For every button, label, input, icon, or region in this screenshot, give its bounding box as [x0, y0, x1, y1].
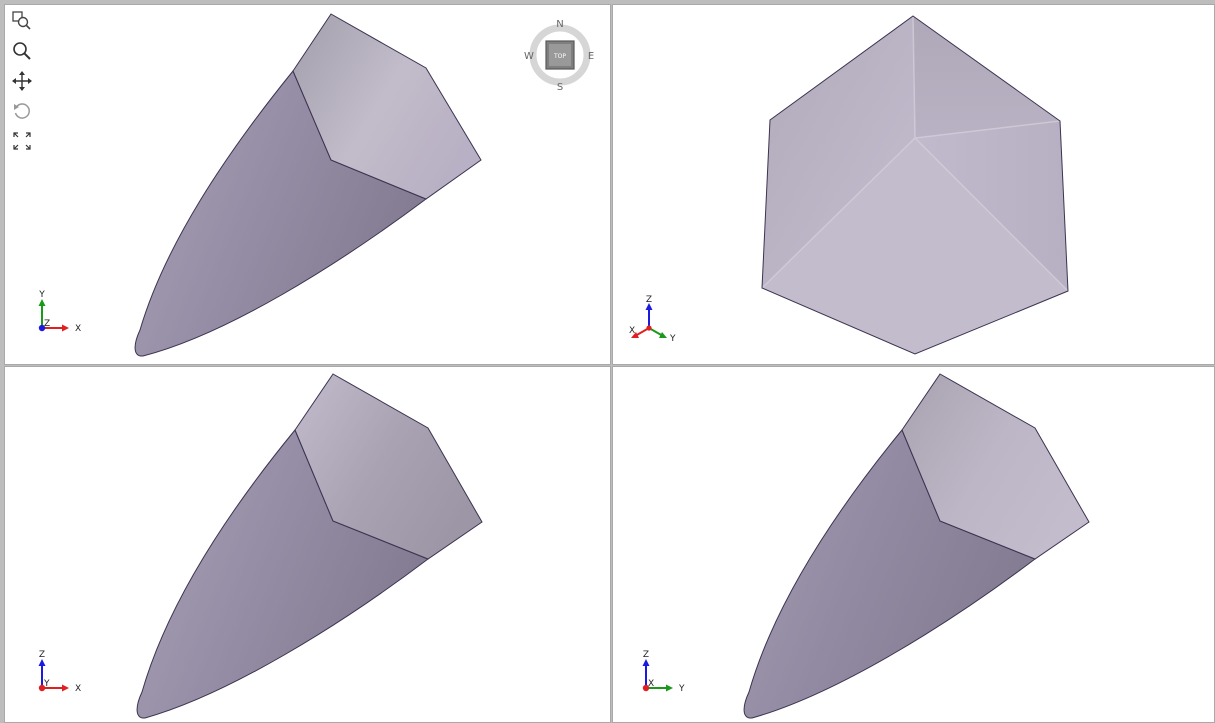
zoom-window-icon[interactable] [11, 10, 33, 32]
view-cube[interactable]: TOP N S E W [524, 19, 596, 91]
axis-label-depth: Y [43, 679, 50, 689]
axis-triad: Z X Y [38, 650, 81, 694]
viewport-front[interactable]: Z X Y [4, 366, 611, 723]
axis-label-depth: X [648, 679, 654, 689]
iso-outline [761, 15, 1069, 355]
viewport-isometric[interactable]: Z X Y [612, 4, 1215, 365]
body-side-face [134, 70, 428, 357]
iso-face-bottom [762, 138, 1068, 354]
axis-triad: Y X Z [38, 290, 81, 334]
zoom-icon[interactable] [11, 40, 33, 62]
axis-label-depth: Z [44, 319, 50, 329]
compass-south: S [557, 82, 563, 91]
compass-west: W [524, 51, 534, 62]
viewport-side[interactable]: Z Y X [612, 366, 1215, 723]
iso-face-right [915, 121, 1068, 291]
axis-label-horizontal: X [75, 324, 81, 334]
axis-label-vertical: Z [39, 650, 45, 660]
axis-label-horizontal: Y [678, 684, 685, 694]
viewport-top[interactable]: TOP N S E W Y X Z [4, 4, 611, 365]
axis-label-vertical: Z [643, 650, 649, 660]
rotate-icon[interactable] [11, 100, 33, 122]
compass-east: E [588, 51, 594, 62]
body-top-face [292, 13, 482, 200]
view-cube-face-label: TOP [553, 53, 566, 60]
view-toolbar [11, 10, 35, 160]
model-view-side [743, 373, 1090, 719]
model-view-top [134, 13, 482, 357]
body-top-face [294, 373, 483, 560]
axis-label-vertical: Y [38, 290, 45, 300]
body-top-face [901, 373, 1090, 560]
fit-view-icon[interactable] [11, 130, 33, 152]
axis-label-horizontal: X [75, 684, 81, 694]
iso-face-left [762, 16, 915, 288]
axis-label-left: X [629, 326, 635, 336]
model-view-front [136, 373, 483, 719]
compass-north: N [556, 19, 563, 30]
model-view-isometric [761, 15, 1069, 355]
pan-icon[interactable] [11, 70, 33, 92]
axis-label-up: Z [646, 295, 652, 305]
body-side-face [743, 429, 1037, 719]
axis-triad: Z Y X [642, 650, 685, 694]
iso-face-top [913, 16, 1060, 138]
body-side-face [136, 429, 430, 719]
axis-triad: Z X Y [629, 295, 676, 344]
axis-label-right: Y [669, 334, 676, 344]
